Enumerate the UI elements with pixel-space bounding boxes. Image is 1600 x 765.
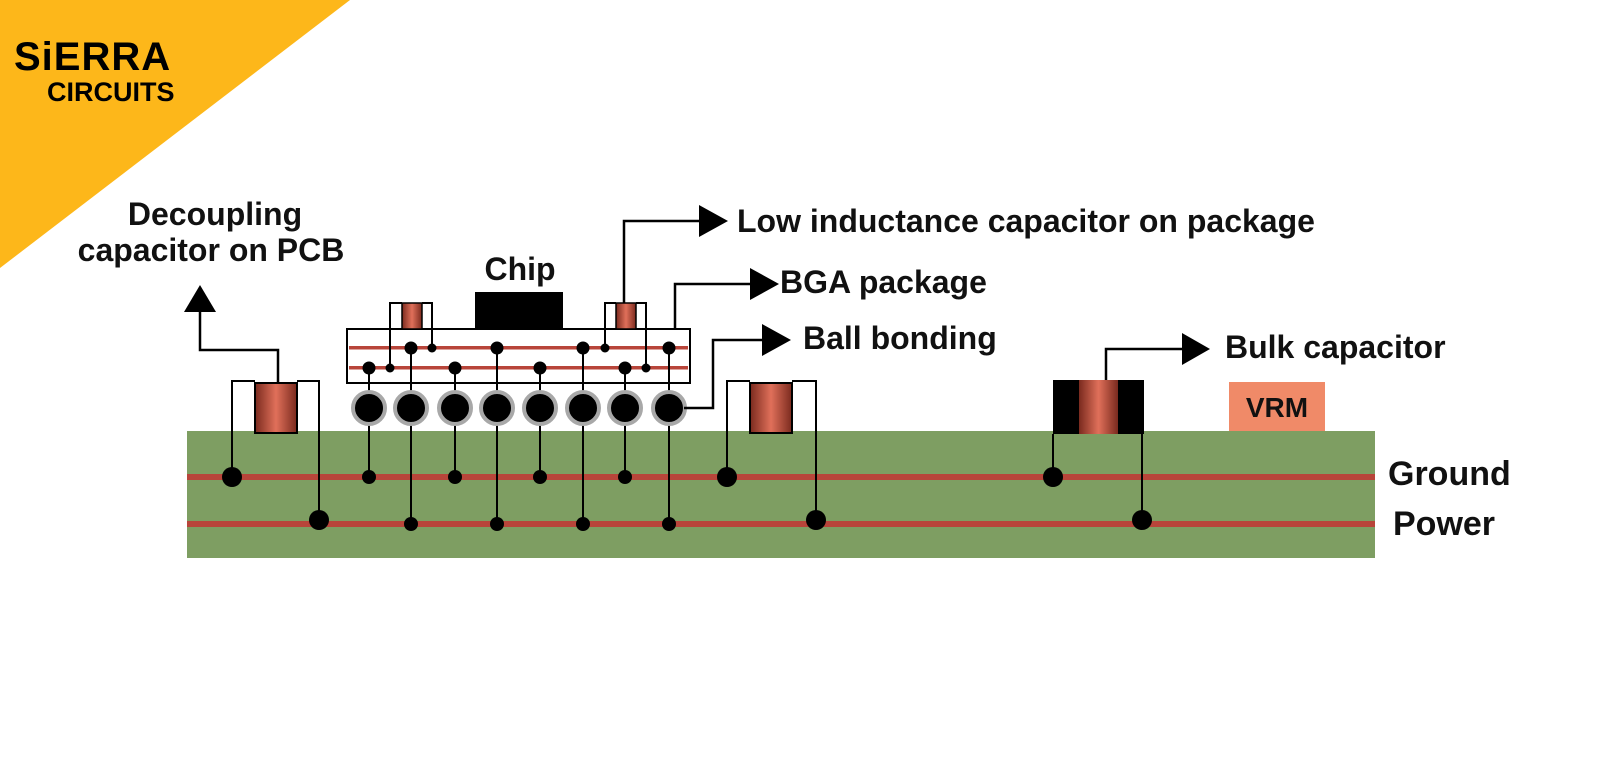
pcb-via-dot [448,470,462,484]
bga-connections [362,341,676,531]
pcb-via-dot [533,470,547,484]
ground-plane-trace [187,474,1375,480]
arrow-right-icon [750,268,779,300]
decoupling-capacitor-pcb-middle [717,380,826,530]
package-trace-upper [349,346,688,350]
package-capacitor-left [385,302,437,373]
package-via-dot [404,341,418,355]
bga-ball [479,390,515,426]
pcb-board [187,431,1375,558]
decoupling-label-line-1: Decoupling [128,196,302,232]
package-via-dot [362,361,376,375]
package-via-dot [448,361,462,375]
pcb-via-dot [662,517,676,531]
bga-ball [522,390,558,426]
callout-low-inductance [622,205,728,303]
chip [475,292,563,330]
pcb-via-dot [490,517,504,531]
arrow-right-icon [762,324,791,356]
brand-corner-triangle [0,0,350,268]
package-via-dot [576,341,590,355]
vrm-label: VRM [1246,392,1308,423]
package-via-dot [533,361,547,375]
power-label: Power [1393,505,1495,543]
decoupling-capacitor-pcb [184,285,329,530]
arrow-right-icon [699,205,728,237]
package-via-dot [618,361,632,375]
power-plane-trace [187,521,1375,527]
bga-ball [393,390,429,426]
pcb-via-dot [618,470,632,484]
bga-ball [437,390,473,426]
sierra-circuits-logo: SiERRA CIRCUITS [14,35,175,107]
bulk-capacitor-label: Bulk capacitor [1225,329,1446,365]
callout-ball-bonding [684,324,791,410]
ball-bonding-label: Ball bonding [803,320,997,356]
arrow-up-icon [184,285,216,312]
pcb-via-dot [576,517,590,531]
pcb-via-dot [362,470,376,484]
bga-ball [651,390,687,426]
bga-package-label: BGA package [780,264,987,300]
logo-line-2: CIRCUITS [47,77,175,107]
bga-ball [565,390,601,426]
pcb-via-dot [404,517,418,531]
bga-ball [351,390,387,426]
package-capacitor-right [600,302,651,373]
ground-label: Ground [1388,455,1511,493]
bulk-capacitor [1043,333,1210,530]
decoupling-label-line-2: capacitor on PCB [78,232,345,268]
package-via-dot [490,341,504,355]
package-via-dot [662,341,676,355]
bga-ball [607,390,643,426]
vrm-block: VRM [1229,382,1325,431]
package-trace-lower [349,366,688,370]
bga-package [346,328,691,384]
bga-balls [351,390,687,426]
chip-label: Chip [484,251,555,287]
arrow-right-icon [1182,333,1210,365]
low-inductance-label: Low inductance capacitor on package [737,203,1315,239]
callout-bga-package [673,268,779,329]
logo-line-1: SiERRA [14,35,171,79]
